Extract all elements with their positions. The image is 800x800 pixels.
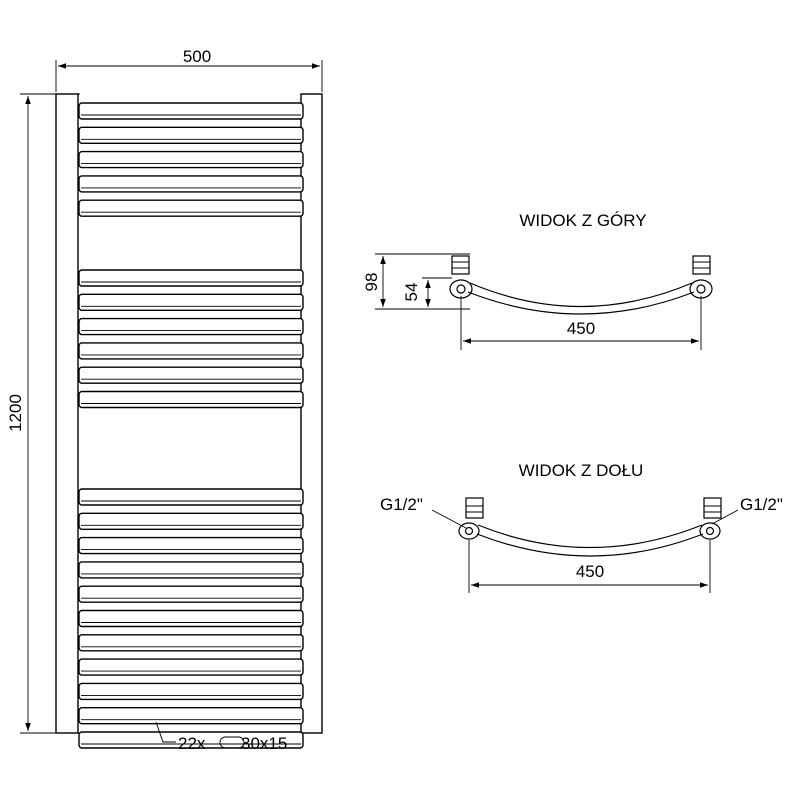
bottom-right-valve-body (703, 497, 722, 519)
front-view: 500 1200 22x 30x15 (6, 47, 323, 753)
thread-left-label: G1/2" (380, 495, 423, 514)
bottom-spacing-label: 450 (576, 562, 604, 581)
left-vertical-rail (55, 93, 79, 734)
bottom-right-connector-ring (699, 522, 721, 540)
horizontal-tubes (78, 102, 304, 749)
bottom-left-valve-body (465, 497, 484, 519)
horizontal-tube (78, 293, 304, 311)
horizontal-tube (78, 561, 304, 579)
horizontal-tube (78, 682, 304, 701)
top-left-valve-body (451, 255, 470, 275)
top-right-connector-ring (689, 279, 713, 299)
horizontal-tube (78, 269, 304, 287)
horizontal-tube (78, 609, 304, 628)
top-view-curved-rail-inner (467, 291, 695, 315)
top-right-connector-hole (696, 284, 706, 294)
depth-total-label: 98 (362, 273, 381, 292)
horizontal-tube (78, 126, 304, 145)
horizontal-tube (78, 585, 304, 603)
horizontal-tube (78, 150, 304, 169)
top-left-connector-ring (449, 279, 473, 299)
depth-axis-label: 54 (402, 283, 421, 302)
thread-right-leader (711, 509, 739, 525)
horizontal-tube (78, 707, 304, 725)
horizontal-tube (78, 512, 304, 530)
horizontal-tube (78, 390, 304, 409)
tube-size-label: 30x15 (241, 734, 287, 753)
bottom-view-curved-rail-outer (477, 524, 703, 549)
bottom-view-title: WIDOK Z DOŁU (519, 461, 644, 480)
tube-spec-leader-line (155, 721, 176, 743)
horizontal-tube (78, 342, 304, 360)
horizontal-tube (78, 658, 304, 676)
oval-tube-section-icon (219, 736, 245, 749)
top-spacing-label: 450 (567, 319, 595, 338)
top-view: WIDOK Z GÓRY 98 54 450 (362, 211, 713, 350)
top-view-title: WIDOK Z GÓRY (519, 211, 646, 230)
height-dimension-label: 1200 (6, 394, 25, 432)
horizontal-tube (78, 366, 304, 384)
right-vertical-rail (300, 93, 323, 734)
horizontal-tube (78, 536, 304, 555)
top-left-connector-hole (456, 284, 466, 294)
tube-count-label: 22x (178, 734, 206, 753)
thread-left-leader (431, 509, 467, 529)
horizontal-tube (78, 102, 304, 120)
top-view-curved-rail-outer (469, 282, 693, 308)
horizontal-tube (78, 175, 304, 193)
bottom-right-connector-hole (705, 526, 715, 536)
width-dimension-label: 500 (183, 47, 211, 66)
top-right-valve-body (692, 255, 711, 275)
horizontal-tube (78, 199, 304, 217)
horizontal-tube (78, 488, 304, 506)
thread-right-label: G1/2" (740, 495, 783, 514)
bottom-left-connector-hole (464, 526, 474, 536)
bottom-view: WIDOK Z DOŁU G1/2" G1/2" 450 (380, 461, 783, 593)
bottom-left-connector-ring (458, 522, 480, 540)
horizontal-tube (78, 317, 304, 336)
bottom-view-curved-rail-inner (476, 533, 704, 557)
horizontal-tube (78, 634, 304, 652)
